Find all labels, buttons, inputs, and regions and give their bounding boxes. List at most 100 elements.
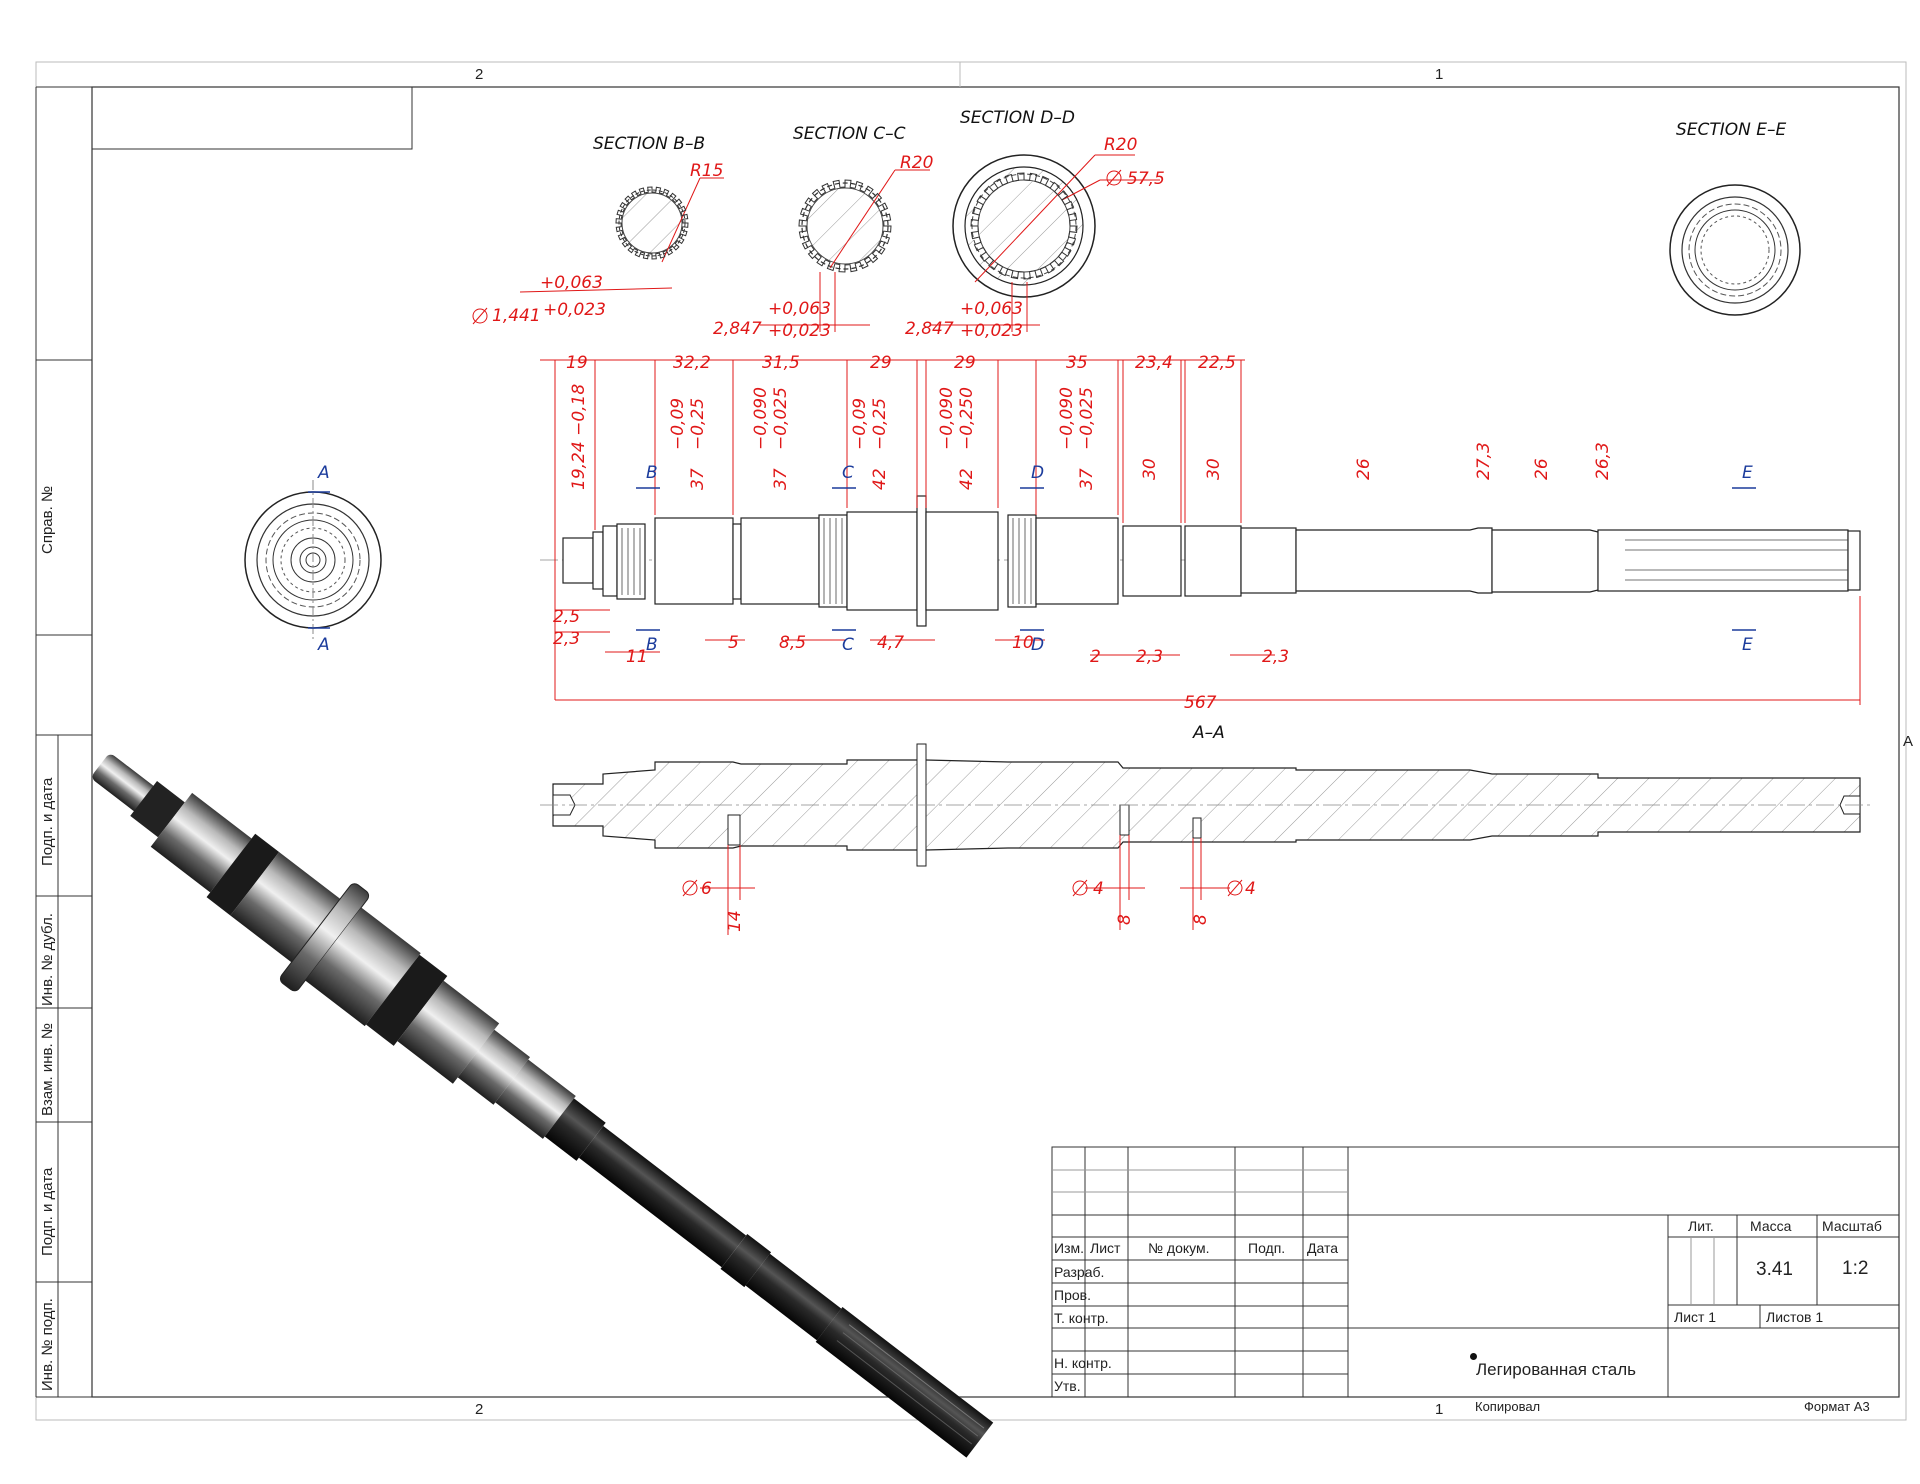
side-label-vzam: Взам. инв. № [39,1023,56,1116]
section-bb: SECTION B–B R15 1,441 +0,063 +0,023 [472,134,724,326]
svg-text:8: 8 [1115,914,1135,925]
svg-text:14: 14 [725,910,745,932]
tb-row-utv: Утв. [1054,1378,1081,1394]
svg-text:6: 6 [701,879,712,899]
dia-tol-upper: −0,09 [668,398,688,450]
section-cc-tol-lower: +0,023 [768,321,831,341]
section-bb-tol-lower: +0,023 [543,300,606,320]
tb-row-nkontr: Н. контр. [1054,1355,1112,1371]
svg-text:A: A [317,463,330,483]
side-label-inv-podp: Инв. № подп. [39,1298,56,1391]
bottom-dim: 10 [1012,633,1034,653]
tb-scale-label: Масштаб [1822,1218,1882,1234]
section-aa-title: A–A [1192,723,1225,743]
tb-sheets-label: Листов 1 [1766,1309,1824,1325]
dia-tol-upper: −0,090 [937,387,957,450]
bottom-dim: 4,7 [877,633,904,653]
section-dd-radius: R20 [1104,135,1137,155]
top-dim: 22,5 [1198,353,1236,373]
svg-text:C: C [842,635,854,655]
svg-text:19,24 −0,18: 19,24 −0,18 [569,384,589,490]
top-dim: 29 [870,353,892,373]
tb-col-izm: Изм. [1054,1240,1084,1256]
section-ee-title: SECTION E–E [1676,120,1787,140]
shaft-main-view [540,495,1861,627]
top-dim: 19 [566,353,588,373]
dia-tol-lower: −0,025 [1077,387,1097,450]
section-bb-tol-upper: +0,063 [540,273,603,293]
cut-letters: A A B B C C D D E E [317,463,1753,655]
dia-tol-upper: −0,090 [1057,387,1077,450]
tb-mass-label: Масса [1750,1218,1792,1234]
top-dim: 29 [954,353,976,373]
dia-value: 26,3 [1593,442,1613,480]
spline-teeth-dd [970,172,1078,280]
bottom-dim: 2 [1090,647,1101,667]
section-aa-labels: 6 14 4 8 4 8 [682,879,1256,932]
section-dd-tol-lower: +0,023 [960,321,1023,341]
svg-text:B: B [646,463,658,483]
section-dd-diameter: 57,5 [1127,169,1165,189]
tb-material: Легированная сталь [1476,1360,1636,1379]
side-strip [35,86,92,1398]
side-label-inv-dubl: Инв. № дубл. [39,913,56,1006]
side-label-sprav: Справ. № [39,485,56,554]
tb-scale-value: 1:2 [1842,1258,1869,1279]
section-cc-radius: R20 [900,153,933,173]
cut-markers [636,487,1756,631]
svg-text:8: 8 [1191,914,1211,925]
dia-tol-lower: −0,250 [957,387,977,450]
tb-sheet-label: Лист 1 [1674,1309,1717,1325]
section-aa-dims [700,835,1230,935]
tb-col-doc: № докум. [1148,1240,1210,1256]
dia-value: 26 [1354,458,1374,480]
bottom-dim: 11 [626,647,648,667]
zone-bottom-left: 2 [475,1401,483,1418]
section-cc-title: SECTION C–C [793,124,906,144]
svg-text:D: D [1031,463,1044,483]
section-dd-tol-upper: +0,063 [960,299,1023,319]
tb-row-prov: Пров. [1054,1287,1091,1303]
svg-text:E: E [1742,463,1753,483]
top-left-box [91,86,413,150]
section-dd-title: SECTION D–D [960,108,1075,128]
tb-col-list: Лист [1090,1240,1121,1256]
top-dim: 32,2 [673,353,711,373]
zone-top-left: 2 [475,66,483,83]
section-dd-value: 2,847 [905,319,954,339]
dia-value: 37 [1077,468,1097,490]
dia-value: 42 [957,468,977,490]
section-bb-title: SECTION B–B [593,134,705,154]
bottom-dim: 2,3 [553,629,580,649]
dia-value: 19,24 [569,441,589,490]
end-view [244,480,382,640]
bottom-dim-labels: 2,5 2,3 11 5 8,5 4,7 10 2 2,3 2,3 [553,607,1289,667]
tb-mass-value: 3.41 [1756,1259,1793,1280]
tb-lit-label: Лит. [1688,1218,1714,1234]
bottom-dim: 2,3 [1136,647,1163,667]
spline-teeth-cc [798,179,892,273]
spline-lines [621,518,1848,604]
dia-value: 37 [771,468,791,490]
inner-frame [91,86,1900,1398]
bottom-dim: 2,5 [553,607,580,627]
tb-row-razrab: Разраб. [1054,1264,1105,1280]
tb-format: Формат А3 [1804,1399,1870,1414]
diameter-labels: 19,24 −0,18 37 −0,09 −0,25 37 −0,090 −0,… [569,384,1613,490]
tb-copied: Копировал [1475,1399,1541,1414]
top-dim: 31,5 [762,353,800,373]
tb-material-dot [1470,1353,1477,1360]
zone-bottom-right: 1 [1435,1401,1443,1418]
section-bb-radius: R15 [690,161,723,181]
side-label-podp-1: Подп. и дата [39,777,56,866]
svg-text:E: E [1742,635,1753,655]
zone-top-right: 1 [1435,66,1443,83]
section-cc-tol-upper: +0,063 [768,299,831,319]
svg-text:4: 4 [1093,879,1104,899]
svg-text:4: 4 [1245,879,1256,899]
section-cc: SECTION C–C R20 2,847 +0,063 +0,023 [713,124,933,341]
top-dim-labels: 19 32,2 31,5 29 29 35 23,4 22,5 [566,353,1236,373]
dia-tol-upper: −0,09 [850,398,870,450]
tb-col-podp: Подп. [1248,1240,1286,1256]
